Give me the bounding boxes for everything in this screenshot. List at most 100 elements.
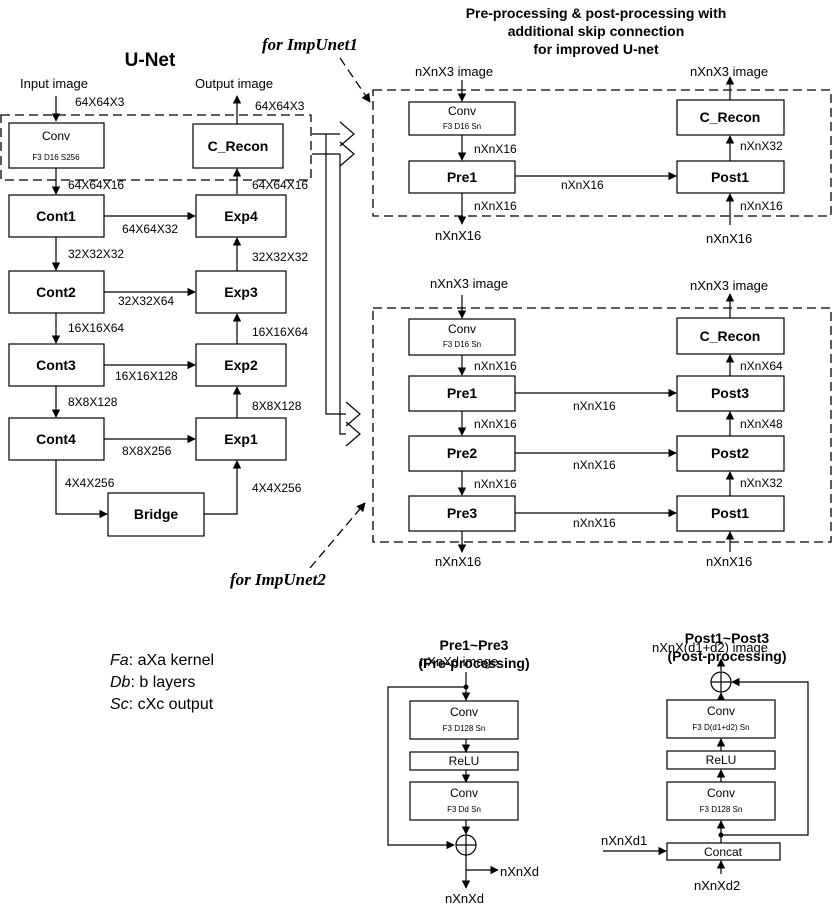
exp1-box	[195, 417, 287, 461]
cont4-bridge-arrow	[55, 460, 108, 519]
cont3-box	[8, 343, 105, 387]
post-detail-in-left-label: nXnXd1	[601, 833, 647, 848]
pre-detail-conv1-sub: F3 D128 Sn	[443, 724, 486, 733]
cont4-label: Cont4	[36, 431, 76, 447]
post-detail-conv2-box	[666, 781, 776, 821]
impunet2-post2-post3-dim: nXnX48	[740, 417, 783, 431]
cont1-label: Cont1	[36, 208, 76, 224]
legend: Fa: aXa kernel Db: b layers Sc: cXc outp…	[110, 652, 214, 713]
header-title: Pre-processing & post-processing with ad…	[466, 5, 727, 57]
bridge-exp1-arrow	[204, 460, 242, 515]
pre-detail-input-label: nXnXd image	[420, 654, 498, 669]
unet-conv-label: Conv	[42, 129, 70, 143]
post-detail-residual-arrow	[721, 677, 809, 836]
unet-title: U-Net	[125, 50, 176, 71]
impunet2-pre1-pre2-dim: nXnX16	[474, 417, 517, 431]
impunet1-dashed-group	[372, 89, 832, 217]
impunet2-conv-box	[408, 318, 516, 356]
impunet1-skip-dim: nXnX16	[561, 178, 604, 192]
impunet1-label: for ImpUnet1	[262, 35, 358, 54]
impunet2-skip3-dim: nXnX16	[573, 516, 616, 530]
bridge-box	[107, 492, 205, 537]
dim-skip3: 16X16X128	[115, 369, 178, 383]
post-detail: Post1~Post3 (Post-processing) nXnX(d1+d2…	[601, 630, 809, 893]
connector-1b	[312, 141, 355, 167]
legend-line-3: Sc: cXc output	[110, 696, 214, 713]
exp3-label: Exp3	[224, 284, 258, 300]
header-title-line-2: additional skip connection	[508, 23, 685, 39]
dim-exp4-crecon: 64X64X16	[252, 178, 308, 192]
dim-cont2-cont3: 16X16X64	[68, 321, 124, 335]
pre-detail-subtitle: (Pre-processing)	[418, 655, 529, 671]
input-dim-label: 64X64X3	[75, 95, 125, 109]
impunet2-conv-pre1-dim: nXnX16	[474, 359, 517, 373]
pre-detail-conv2-box	[409, 781, 519, 821]
dim-exp3-exp4: 32X32X32	[252, 250, 308, 264]
impunet1-out-right-label: nXnX16	[706, 231, 752, 246]
dim-bridge-exp1: 4X4X256	[252, 481, 302, 495]
pre-detail-conv2-sub: F3 Dd Sn	[447, 805, 481, 814]
post-detail-output-label: nXnX(d1+d2) image	[652, 640, 768, 655]
impunet1-conv-label: Conv	[448, 104, 476, 118]
unet-crecon-label: C_Recon	[208, 138, 269, 154]
impunet2-skip2-dim: nXnX16	[573, 458, 616, 472]
legend-code-1: Fa	[110, 652, 129, 669]
impunet2-pointer	[309, 502, 366, 569]
pre-detail-conv2-label: Conv	[450, 786, 478, 800]
dim-conv-cont1: 64X64X16	[68, 178, 124, 192]
impunet1-post1-label: Post1	[711, 169, 749, 185]
connector-1a	[312, 121, 355, 147]
post-detail-conv1-label: Conv	[707, 704, 735, 718]
impunet1-crecon-label: C_Recon	[700, 109, 761, 125]
impunet2-input-label: nXnX3 image	[430, 276, 508, 291]
post-detail-concat-box	[666, 842, 781, 861]
legend-text-2: : b layers	[130, 674, 195, 691]
post-detail-relu-box	[666, 750, 776, 770]
unet-section: U-Net Input image Output image 64X64X3 6…	[0, 50, 361, 537]
post-detail-subtitle: (Post-processing)	[667, 648, 786, 664]
exp3-box	[195, 270, 287, 314]
dim-cont3-cont4: 8X8X128	[68, 395, 118, 409]
output-dim-label: 64X64X3	[255, 99, 305, 113]
exp4-label: Exp4	[224, 208, 258, 224]
impunet2-conv-label: Conv	[448, 322, 476, 336]
impunet2-output-label: nXnX3 image	[690, 278, 768, 293]
dim-cont4-bridge: 4X4X256	[65, 476, 115, 490]
dim-skip2: 32X32X64	[118, 294, 174, 308]
post-detail-conv1-sub: F3 D(d1+d2) Sn	[692, 723, 749, 732]
impunet2-crecon-box	[676, 317, 785, 355]
connector-2b	[339, 154, 361, 447]
impunet1-pre1-label: Pre1	[447, 169, 478, 185]
dim-skip4: 8X8X256	[122, 444, 172, 458]
impunet2-section: for ImpUnet2 nXnX3 image Conv F3 D16 Sn …	[230, 276, 832, 589]
legend-code-2: Db	[110, 674, 131, 691]
bridge-label: Bridge	[134, 506, 179, 522]
exp4-box	[195, 194, 287, 238]
impunet2-crecon-label: C_Recon	[700, 328, 761, 344]
impunet1-conv-pre-dim: nXnX16	[474, 142, 517, 156]
pre-detail-title: Pre1~Pre3	[440, 637, 509, 653]
cont3-label: Cont3	[36, 357, 76, 373]
impunet2-post3-crecon-dim: nXnX64	[740, 359, 783, 373]
legend-line-1: Fa: aXa kernel	[110, 652, 214, 669]
unet-crecon-box	[192, 123, 284, 169]
post-detail-conv2-sub: F3 D128 Sn	[700, 805, 743, 814]
impunet2-pre2-box	[408, 435, 516, 472]
impunet2-skip1-dim: nXnX16	[573, 399, 616, 413]
impunet2-pre3-label: Pre3	[447, 505, 478, 521]
post-detail-title: Post1~Post3	[685, 630, 770, 646]
unet-conv-sub: F3 D16 S256	[32, 153, 80, 162]
pre-detail-residual-arrow	[387, 686, 466, 850]
pre-detail-relu-label: ReLU	[449, 754, 480, 768]
post-detail-concat-label: Concat	[704, 845, 743, 859]
post-detail-conv2-label: Conv	[707, 786, 735, 800]
impunet1-post-crecon-dim: nXnX32	[740, 139, 783, 153]
unet-io-dashed-group	[0, 114, 312, 181]
impunet1-conv-box	[408, 101, 516, 136]
connector-2a	[325, 134, 361, 427]
impunet2-post3-box	[676, 375, 785, 412]
exp2-box	[195, 343, 287, 387]
pre-detail: Pre1~Pre3 (Pre-processing) nXnXd image C…	[387, 637, 539, 906]
impunet2-post1-box	[676, 495, 785, 532]
